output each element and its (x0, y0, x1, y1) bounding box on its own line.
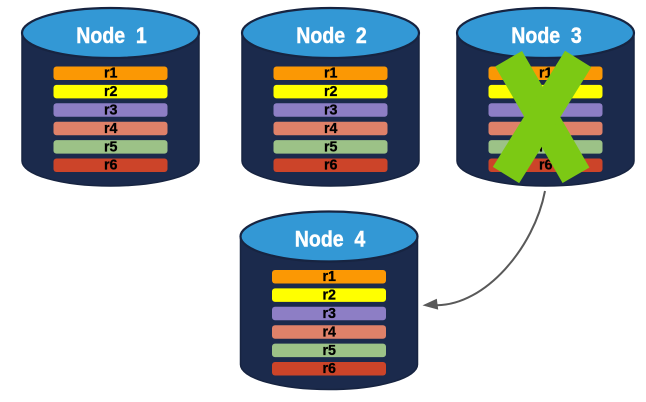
svg-text:r2: r2 (324, 83, 338, 100)
svg-text:Node 1: Node 1 (76, 23, 147, 48)
svg-text:r4: r4 (323, 323, 337, 340)
svg-text:r5: r5 (323, 342, 337, 359)
svg-text:r3: r3 (324, 102, 338, 119)
svg-text:Node 3: Node 3 (511, 23, 582, 48)
svg-text:r5: r5 (324, 138, 338, 155)
svg-text:r3: r3 (104, 102, 118, 119)
svg-text:r6: r6 (323, 360, 337, 377)
svg-text:r3: r3 (323, 305, 337, 322)
svg-text:r6: r6 (539, 157, 553, 174)
svg-text:r1: r1 (104, 65, 118, 82)
svg-text:r5: r5 (104, 138, 118, 155)
svg-text:r2: r2 (323, 287, 337, 304)
svg-text:r4: r4 (104, 120, 118, 137)
svg-text:r6: r6 (104, 157, 118, 174)
svg-text:Node 4: Node 4 (295, 226, 366, 251)
svg-text:Node 2: Node 2 (296, 23, 367, 48)
svg-text:r1: r1 (323, 268, 337, 285)
svg-text:r1: r1 (324, 65, 338, 82)
svg-text:r6: r6 (324, 157, 338, 174)
svg-text:r2: r2 (104, 83, 118, 100)
svg-text:r4: r4 (324, 120, 338, 137)
